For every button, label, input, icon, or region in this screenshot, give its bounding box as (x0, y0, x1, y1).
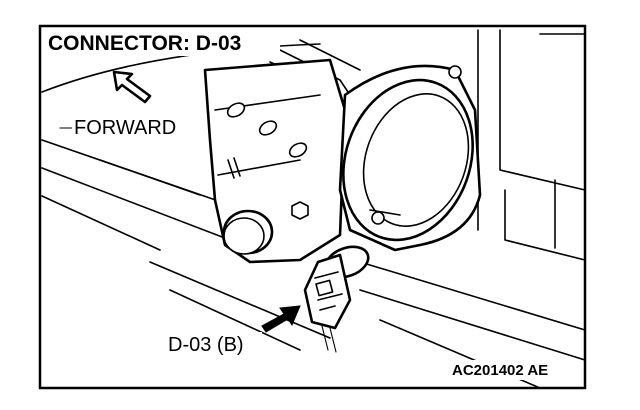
motor-housing (338, 64, 482, 252)
forward-label: FORWARD (74, 117, 176, 139)
connector-callout-arrow (261, 305, 301, 333)
diagram-title: CONNECTOR: D-03 (48, 32, 241, 55)
figure-code: AC201402 AE (452, 362, 548, 379)
forward-arrow-icon (112, 70, 152, 104)
connector-callout-label: D-03 (B) (168, 334, 244, 356)
bolt-knob (222, 209, 274, 255)
connector-d03 (303, 245, 370, 353)
